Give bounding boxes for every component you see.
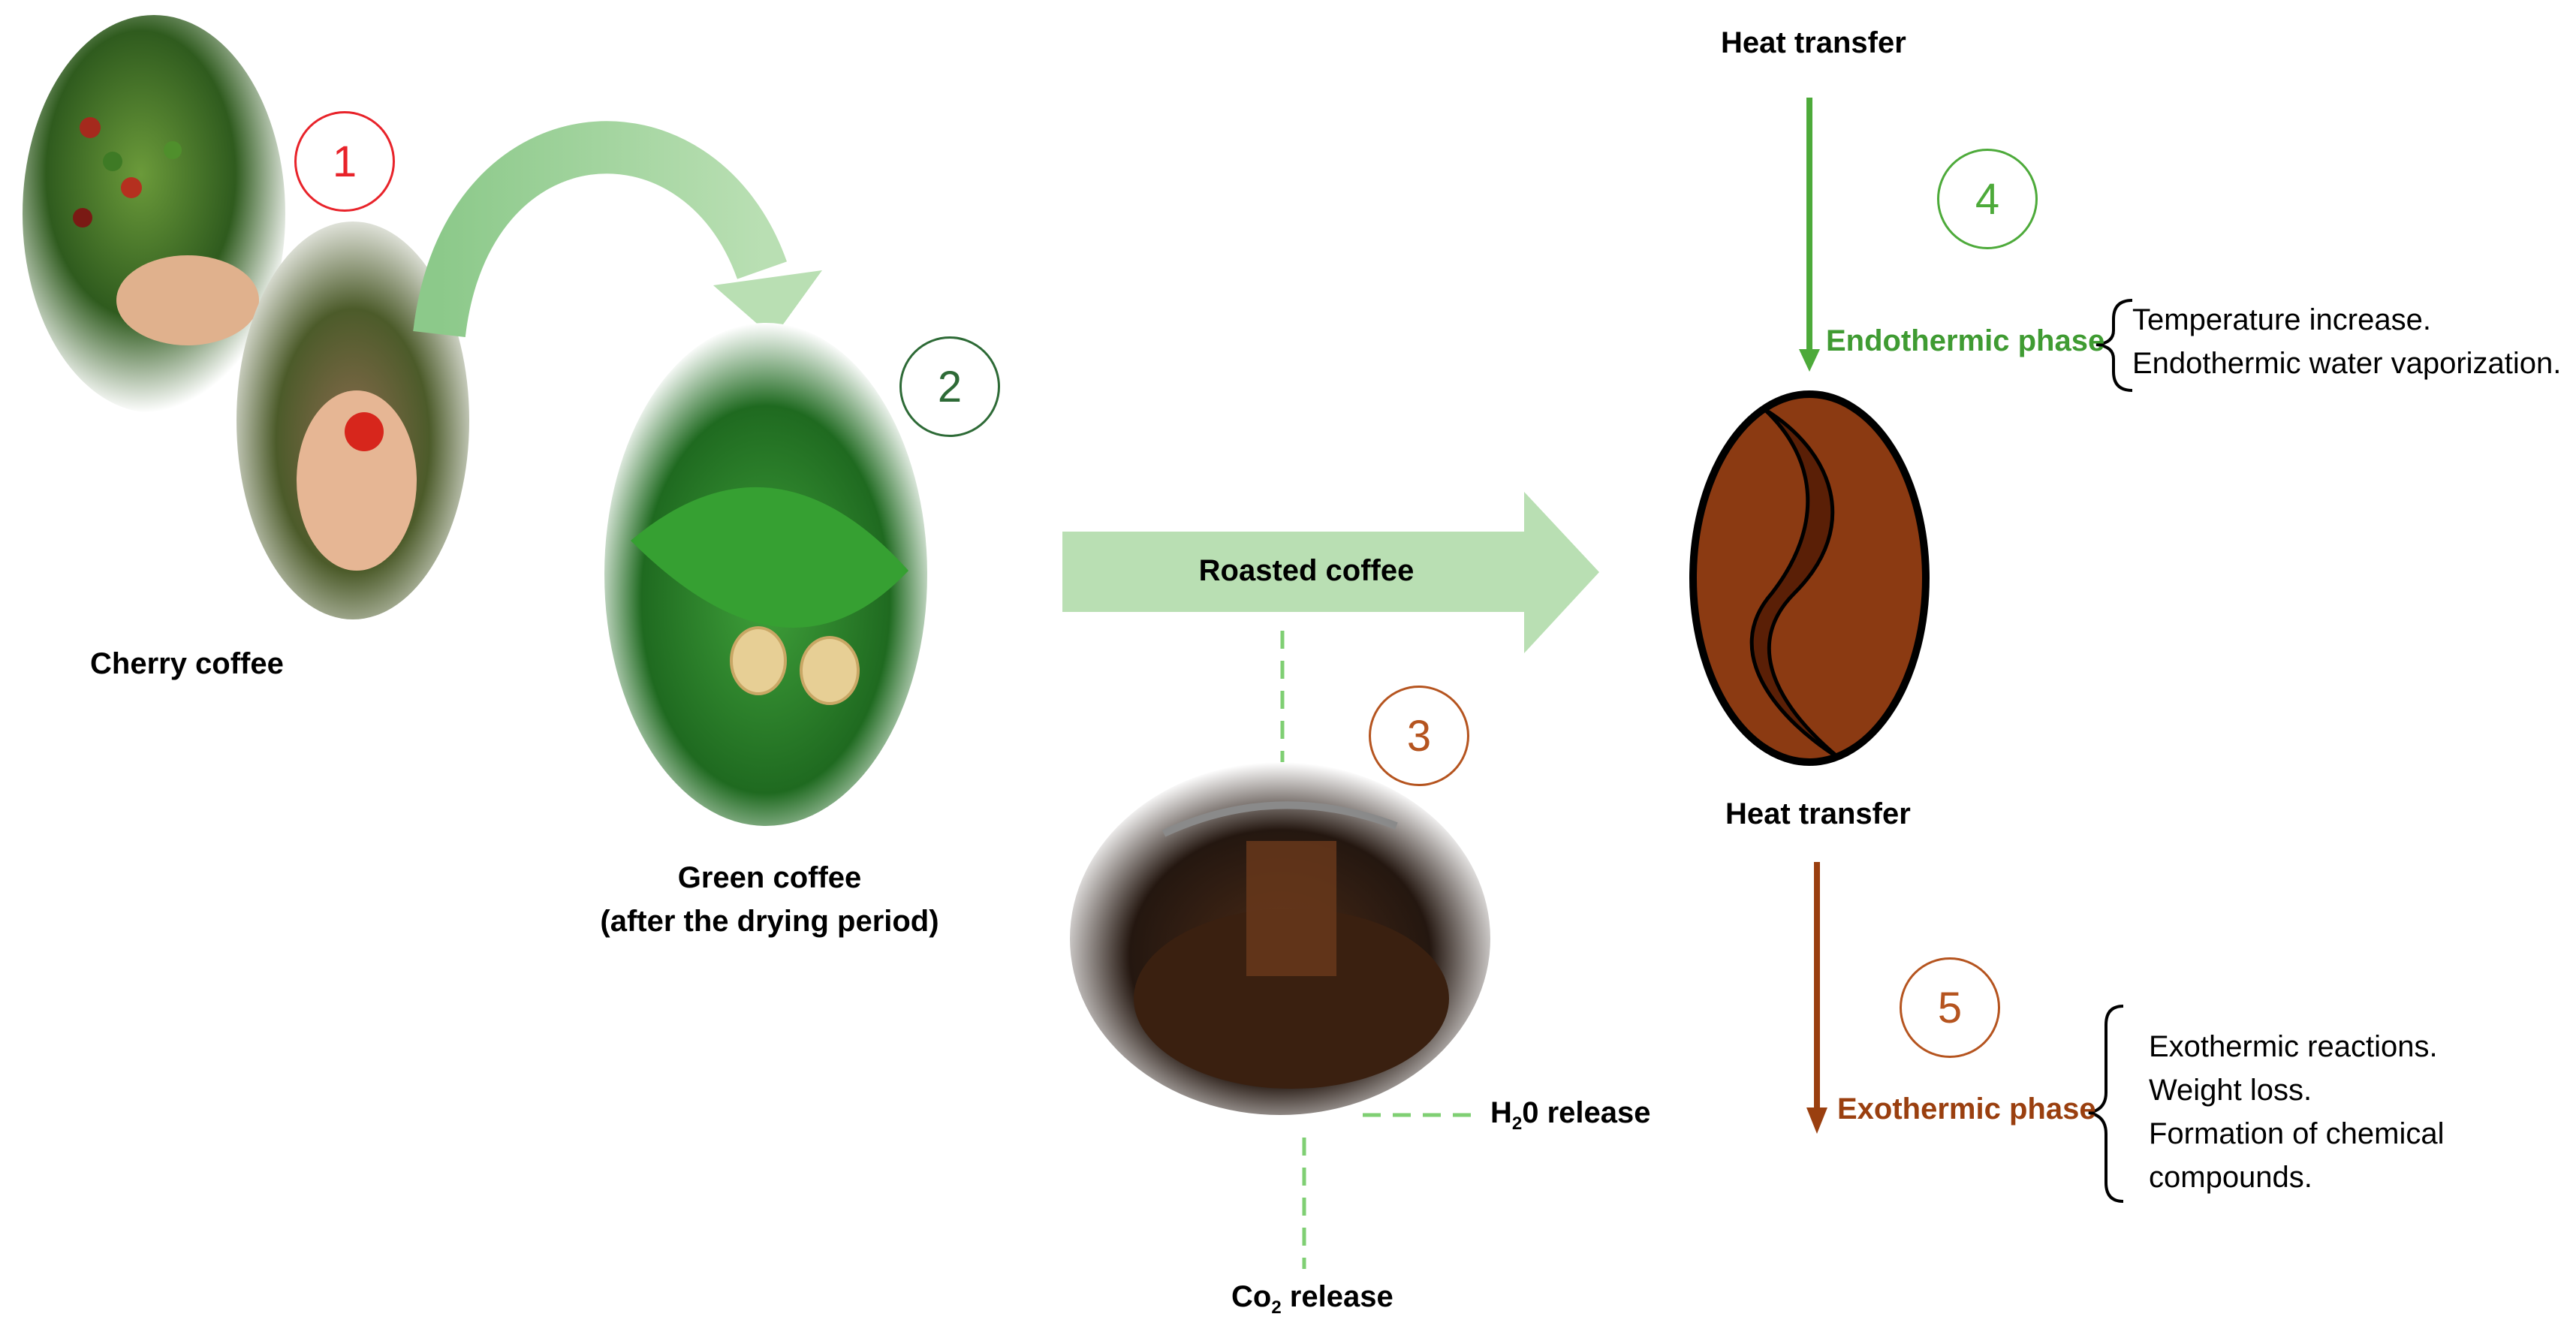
cherry-coffee-photo (23, 15, 469, 619)
endothermic-phase-label: Endothermic phase (1826, 324, 2105, 357)
curved-arrow (413, 121, 787, 338)
green-coffee-label: Green coffee (after the drying period) (597, 856, 942, 943)
exothermic-brace (2088, 1005, 2124, 1203)
exothermic-item: Formation of chemical (2149, 1117, 2445, 1150)
step-1-badge: 1 (294, 111, 395, 212)
h2o-release-label: H20 release (1490, 1096, 1651, 1134)
coffee-bean (1689, 390, 1930, 766)
roasted-coffee-label: Roasted coffee (1198, 554, 1415, 587)
exothermic-item: Exothermic reactions. (2149, 1030, 2438, 1063)
exothermic-item: compounds. (2149, 1161, 2312, 1194)
co2-release-label: Co2 release (1231, 1280, 1393, 1318)
green-coffee-subtitle: (after the drying period) (600, 905, 939, 938)
endothermic-effects-list: Temperature increase. Endothermic water … (2132, 298, 2561, 385)
step-4-badge: 4 (1937, 149, 2038, 249)
curved-arrow-head (713, 270, 822, 338)
exothermic-phase-label: Exothermic phase (1837, 1092, 2096, 1126)
exothermic-item: Weight loss. (2149, 1074, 2312, 1107)
step-2-badge: 2 (899, 336, 1000, 437)
roaster-photo (1070, 762, 1490, 1115)
roasted-coffee-arrow (1062, 492, 1599, 653)
cherry-coffee-label: Cherry coffee (90, 647, 284, 680)
green-coffee-title: Green coffee (677, 861, 862, 894)
green-coffee-photo (604, 323, 927, 826)
heat-transfer-bottom-label: Heat transfer (1725, 797, 1911, 830)
step-3-badge: 3 (1369, 686, 1469, 786)
endothermic-item: Endothermic water vaporization. (2132, 347, 2562, 380)
heat-transfer-top-label: Heat transfer (1721, 26, 1906, 59)
endothermic-item: Temperature increase. (2132, 303, 2431, 336)
step-5-badge: 5 (1900, 957, 2000, 1058)
endothermic-brace (2095, 299, 2133, 392)
exothermic-effects-list: Exothermic reactions. Weight loss. Forma… (2149, 1025, 2444, 1199)
